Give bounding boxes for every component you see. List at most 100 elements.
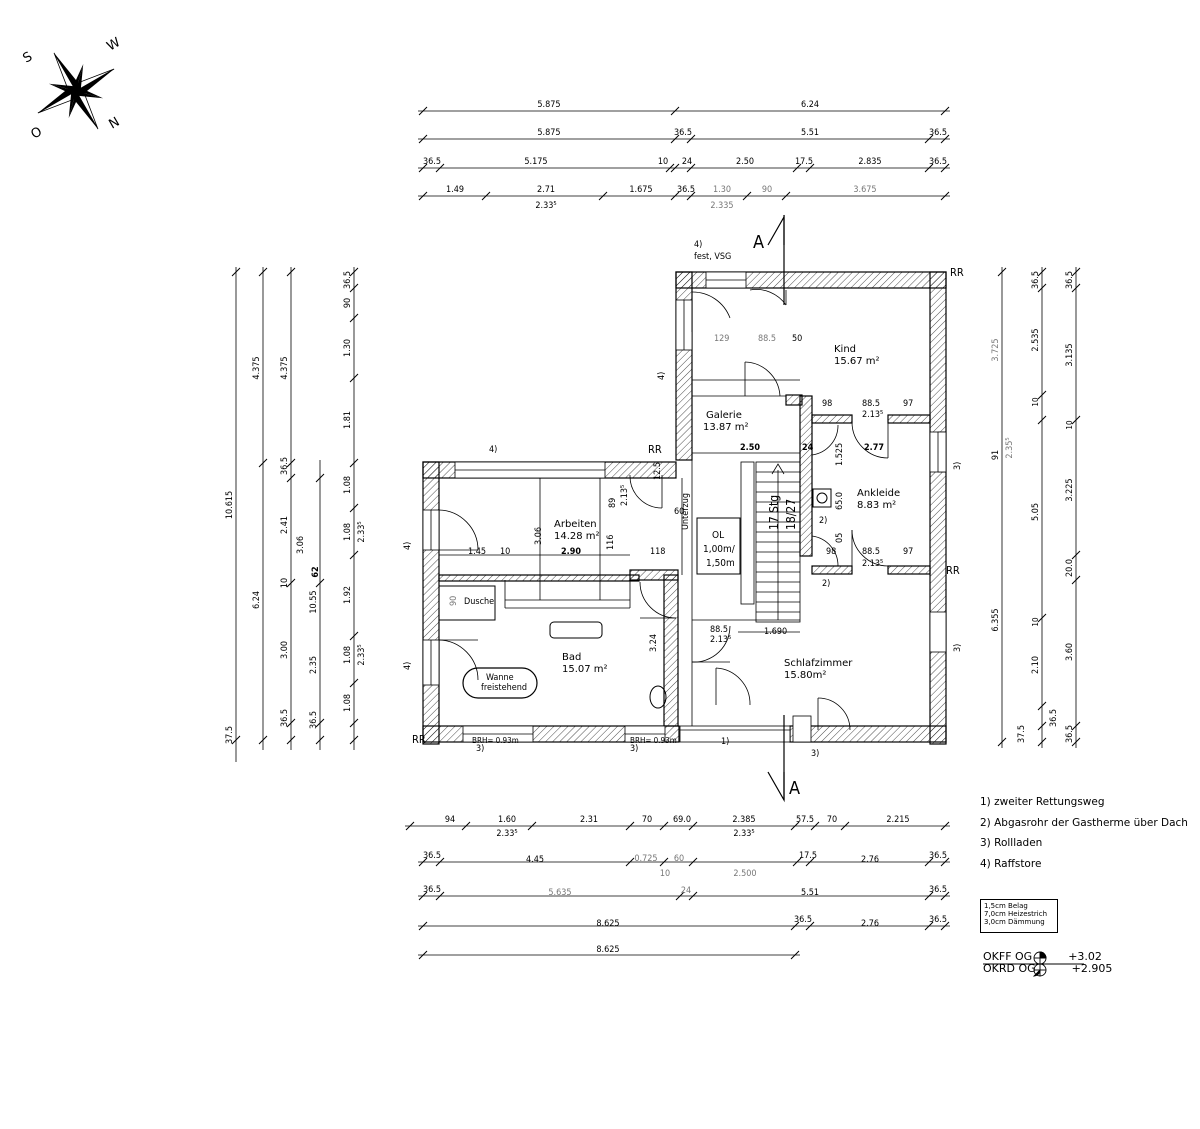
floor-buildup-box: 1,5cm Belag 7,0cm Heizestrich 3,0cm Dämm… <box>980 899 1058 933</box>
svg-text:2): 2) <box>822 579 830 589</box>
brh-right: BRH= 0.93m <box>630 736 677 745</box>
svg-text:36.5: 36.5 <box>929 915 947 925</box>
svg-text:36.5: 36.5 <box>929 128 947 138</box>
svg-text:36.5: 36.5 <box>794 915 812 925</box>
dimension-chains-top <box>418 106 950 201</box>
dimension-labels-top: 5.875 6.24 5.875 36.5 5.51 36.5 36.5 5.1… <box>423 100 947 211</box>
dimension-chains-right <box>997 267 1081 748</box>
level-value-okrd: +2.905 <box>1071 962 1113 975</box>
svg-text:5.875: 5.875 <box>537 100 560 110</box>
svg-text:24: 24 <box>682 157 692 167</box>
svg-text:3.675: 3.675 <box>853 185 876 195</box>
svg-text:5.175: 5.175 <box>524 157 547 167</box>
svg-text:69.0: 69.0 <box>673 815 691 825</box>
svg-text:36.5: 36.5 <box>929 851 947 861</box>
annotations: RR RR RR RR A A 4) fest, VSG Dusche Wann… <box>403 232 964 799</box>
svg-text:8.625: 8.625 <box>596 919 619 929</box>
svg-text:6.24: 6.24 <box>801 100 819 110</box>
rr-label-top-right: RR <box>950 266 964 279</box>
svg-text:98: 98 <box>822 399 832 409</box>
svg-text:90: 90 <box>762 185 772 195</box>
section-a-bottom: A <box>789 778 800 799</box>
rr-label-bottom-left: RR <box>412 733 426 746</box>
svg-text:17.5: 17.5 <box>795 157 813 167</box>
legend-item: 4) Raffstore <box>980 857 1042 870</box>
svg-text:3.60: 3.60 <box>1065 643 1075 661</box>
svg-text:3.24: 3.24 <box>649 634 659 652</box>
svg-text:2.10: 2.10 <box>1031 656 1041 674</box>
svg-text:10: 10 <box>280 578 290 588</box>
rr-label-galerie: RR <box>648 443 662 456</box>
svg-text:6.24: 6.24 <box>252 591 262 609</box>
svg-text:5.635: 5.635 <box>548 888 571 898</box>
svg-text:4): 4) <box>657 372 667 380</box>
interior-dimensions: 129 88.5 50 98 88.5 2.13⁵ 97 2.50 24 2.7… <box>449 334 913 652</box>
svg-text:36.5: 36.5 <box>929 157 947 167</box>
svg-text:17.5: 17.5 <box>799 851 817 861</box>
svg-text:5.875: 5.875 <box>537 128 560 138</box>
svg-text:1,50m: 1,50m <box>706 558 735 569</box>
svg-text:3.06: 3.06 <box>296 536 306 554</box>
room-bad-name: Bad <box>562 652 581 663</box>
svg-text:3): 3) <box>630 744 638 754</box>
svg-text:36.5: 36.5 <box>343 271 353 289</box>
dimension-labels-bottom: 94 1.60 2.33⁵ 2.31 70 69.0 2.385 2.33⁵ 5… <box>423 815 947 955</box>
svg-text:57.5: 57.5 <box>796 815 814 825</box>
svg-text:2.500: 2.500 <box>733 869 756 879</box>
svg-text:1.675: 1.675 <box>629 185 652 195</box>
dimension-chains-left <box>231 267 359 762</box>
svg-text:4.375: 4.375 <box>252 356 262 379</box>
svg-text:5.05: 5.05 <box>1031 503 1041 521</box>
svg-text:2.835: 2.835 <box>858 157 881 167</box>
svg-text:2.13⁵: 2.13⁵ <box>862 559 883 569</box>
svg-text:1,00m/: 1,00m/ <box>703 544 736 555</box>
svg-text:94: 94 <box>445 815 455 825</box>
svg-text:1.30: 1.30 <box>343 339 353 357</box>
svg-text:6.355: 6.355 <box>991 608 1001 631</box>
svg-text:2.215: 2.215 <box>886 815 909 825</box>
svg-text:70: 70 <box>642 815 652 825</box>
room-bad-area: 15.07 m² <box>562 664 608 675</box>
svg-text:2.76: 2.76 <box>861 919 879 929</box>
svg-text:2.50: 2.50 <box>736 157 754 167</box>
svg-text:2.535: 2.535 <box>1031 328 1041 351</box>
svg-text:36.5: 36.5 <box>423 885 441 895</box>
compass-o: O <box>29 124 45 142</box>
svg-text:10.615: 10.615 <box>225 491 235 519</box>
room-galerie-name: Galerie <box>706 410 742 421</box>
svg-text:60: 60 <box>674 507 684 517</box>
svg-text:118: 118 <box>650 547 665 557</box>
svg-text:1.81: 1.81 <box>343 411 353 429</box>
svg-text:2.76: 2.76 <box>861 855 879 865</box>
svg-text:2.33⁵: 2.33⁵ <box>357 644 367 665</box>
svg-text:90: 90 <box>449 596 459 606</box>
svg-text:1.08: 1.08 <box>343 694 353 712</box>
svg-text:1.92: 1.92 <box>343 586 353 604</box>
room-ankleide-area: 8.83 m² <box>857 500 896 511</box>
svg-text:36.5: 36.5 <box>674 128 692 138</box>
svg-text:2.35⁵: 2.35⁵ <box>1005 437 1015 458</box>
svg-text:62: 62 <box>311 566 321 577</box>
legend-item: 3) Rollladen <box>980 837 1043 849</box>
svg-text:89: 89 <box>608 498 618 508</box>
svg-text:10: 10 <box>658 157 668 167</box>
svg-text:60: 60 <box>674 854 684 864</box>
dimension-labels-left: 10.615 4.375 6.24 4.375 3.00 36.5 2.41 3… <box>225 271 367 744</box>
svg-text:3.06: 3.06 <box>534 527 544 545</box>
svg-text:5.51: 5.51 <box>801 888 819 898</box>
interior-lines <box>438 379 832 726</box>
svg-text:10: 10 <box>660 869 670 879</box>
svg-text:1.60: 1.60 <box>498 815 516 825</box>
svg-text:10: 10 <box>1031 617 1040 627</box>
dusche-label: Dusche <box>464 597 494 607</box>
svg-text:2.385: 2.385 <box>732 815 755 825</box>
brh-left: BRH= 0.93m <box>472 736 519 745</box>
svg-text:36.5: 36.5 <box>1031 271 1041 289</box>
section-line-a <box>767 214 785 803</box>
room-kind-area: 15.67 m² <box>834 356 880 367</box>
svg-text:3.725: 3.725 <box>991 338 1001 361</box>
svg-text:3): 3) <box>953 462 963 470</box>
compass-rose: W S O N <box>21 35 124 142</box>
svg-text:10: 10 <box>500 547 510 557</box>
